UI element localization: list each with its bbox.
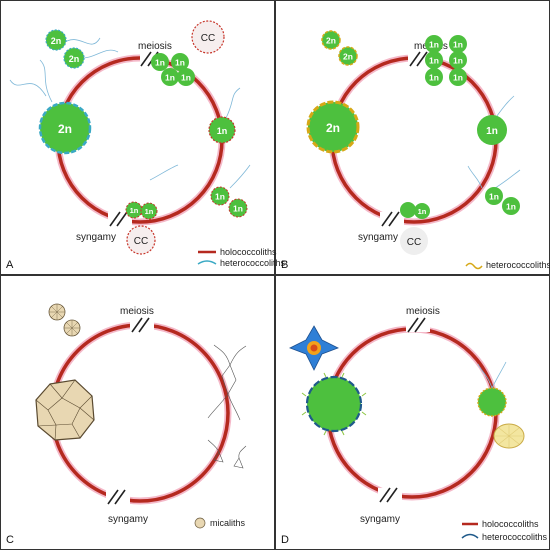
svg-text:1n: 1n [429,56,439,66]
double-slash-icon [407,317,426,333]
legend-holococcoliths: holococcoliths [220,247,277,257]
cell-1n: 1n [425,51,443,69]
polyhedral-micalith-icon [48,303,81,337]
svg-text:1n: 1n [175,58,185,68]
legend-micaliths: micaliths [210,518,246,528]
cell-2n: 2n [63,47,85,69]
cell-1n [477,387,507,417]
panel-letter-c: C [6,534,14,546]
svg-text:1n: 1n [130,206,139,215]
cycle-ring [330,56,498,224]
svg-text:1n: 1n [486,126,498,137]
svg-text:CC: CC [201,33,215,44]
cc-cell: CC [191,20,225,54]
svg-text:2n: 2n [69,54,80,64]
double-slash-icon [379,487,398,503]
cell-2n: 2n [338,46,358,66]
svg-text:2n: 2n [58,122,72,136]
panel-b: meiosis syngamy 2n 2n 2n 1n 1n 1n 1n 1n … [281,30,550,271]
double-slash-icon [107,489,126,505]
cell-1n: 1n [161,68,179,86]
svg-text:1n: 1n [233,204,243,214]
cc-cell: CC [400,227,428,255]
polyhedral-micalith-icon [35,379,95,441]
syngamy-label: syngamy [358,232,398,243]
meiosis-label: meiosis [120,306,154,317]
panel-letter-d: D [281,534,289,546]
cc-cell: CC [126,225,156,255]
svg-text:1n: 1n [165,73,175,83]
legend-heterococcoliths: heterococcoliths [486,260,550,270]
legend: micaliths [194,517,246,529]
meiosis-label: meiosis [138,41,172,52]
cell-1n: 1n [449,51,467,69]
svg-text:1n: 1n [215,192,225,202]
legend-heterococcoliths: heterococcoliths [220,258,286,268]
cell-1n: 1n [210,186,230,206]
legend-heterococcoliths: heterococcoliths [482,532,548,542]
cell-1n: 1n [449,68,467,86]
cell-1n: 1n [125,201,143,219]
svg-text:1n: 1n [453,73,463,83]
cell-2n-large [301,372,367,436]
flagella-icon [207,344,247,469]
cell-1n: 1n [502,197,520,215]
cell-1n: 1n [151,53,169,71]
cell-1n: 1n [449,35,467,53]
cell-1n: 1n [177,68,195,86]
cell-1n: 1n [425,35,443,53]
svg-text:1n: 1n [418,207,427,216]
syngamy-label: syngamy [360,514,400,525]
svg-text:1n: 1n [429,40,439,50]
panel-c: meiosis syngamy [6,303,247,546]
svg-text:1n: 1n [453,56,463,66]
svg-text:1n: 1n [155,58,165,68]
cell-1n: 1n [425,68,443,86]
flagella-icon [477,361,507,389]
legend: holococcoliths heterococcoliths [461,519,548,542]
syngamy-label: syngamy [76,232,116,243]
legend-holococcoliths: holococcoliths [482,519,539,529]
svg-text:1n: 1n [489,192,499,202]
panel-d: meiosis syngamy h [281,306,548,546]
svg-text:1n: 1n [453,40,463,50]
svg-text:1n: 1n [506,202,516,212]
svg-text:1n: 1n [145,207,154,216]
double-slash-icon [409,51,428,67]
svg-text:2n: 2n [326,121,340,135]
cell-1n: 1n [140,202,158,220]
star-cell-icon [289,325,339,371]
cell-2n: 2n [45,29,67,51]
coccolith-disc-icon [493,423,525,449]
cell-2n-large: 2n [306,100,360,154]
svg-text:1n: 1n [217,126,228,136]
meiosis-label: meiosis [406,306,440,317]
panel-letter-a: A [6,259,14,271]
double-slash-icon [381,211,400,227]
svg-text:1n: 1n [181,73,191,83]
syngamy-label: syngamy [108,514,148,525]
panel-border-a [0,0,275,275]
svg-text:2n: 2n [51,36,62,46]
cell-1n: 1n [208,116,236,144]
cell-2n: 2n [321,30,341,50]
cell-2n-large: 2n [38,101,92,155]
svg-text:2n: 2n [326,36,336,46]
panel-letter-b: B [281,259,288,271]
panel-a: meiosis syngamy 2n 2n 2n C [6,20,286,271]
double-slash-icon [131,317,150,333]
legend: holococcoliths heterococcoliths [197,247,286,268]
cell-1n: 1n [171,53,189,71]
legend: heterococcoliths [465,260,550,270]
svg-text:CC: CC [407,237,421,248]
svg-text:1n: 1n [429,73,439,83]
svg-text:CC: CC [134,236,148,247]
svg-text:2n: 2n [343,52,353,62]
cell-1n: 1n [228,198,248,218]
cell-1n: 1n [477,115,507,145]
cell-1n-pair: 1n [400,202,430,219]
double-slash-icon [109,211,128,227]
cell-1n: 1n [485,187,503,205]
